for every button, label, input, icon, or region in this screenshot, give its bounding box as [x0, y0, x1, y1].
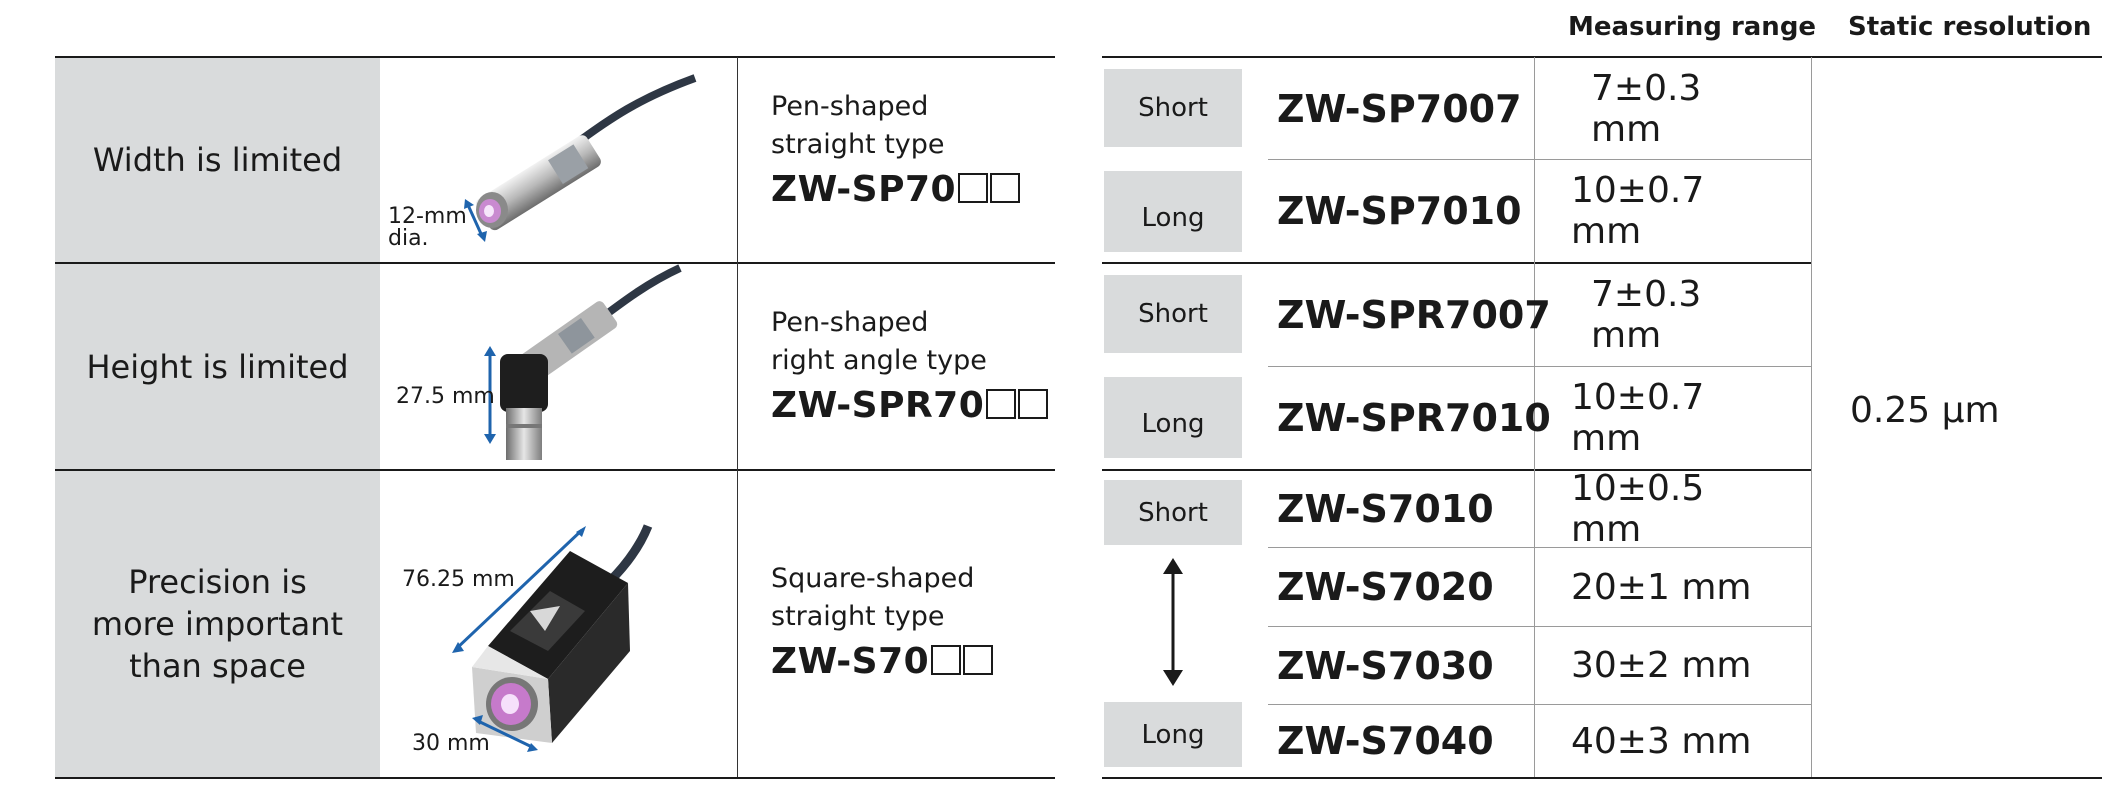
condition-text: Width is limited	[92, 141, 343, 179]
length-label: 76.25 mm	[402, 567, 515, 592]
right-table-bottom-rule	[1102, 777, 2102, 779]
short-tag: Short	[1104, 480, 1242, 545]
square-sensor-illustration	[452, 524, 653, 752]
width-label: 30 mm	[412, 731, 490, 756]
placeholder-box-icon	[931, 645, 962, 675]
measuring-range-value: 7±0.3 mm	[1591, 274, 1702, 356]
right-table-group-rule	[1102, 262, 1812, 264]
sensor-type-block: Square-shaped straight type ZW-S70	[771, 560, 994, 688]
measuring-range-value: 10±0.5 mm	[1571, 468, 1705, 550]
measuring-range-value: 10±0.7 mm	[1571, 377, 1705, 459]
short-to-long-arrow-icon	[1163, 558, 1183, 686]
condition-cell: Precision is more important than space	[55, 471, 380, 777]
static-resolution-value: 0.25 μm	[1850, 390, 2000, 431]
pen-straight-sensor-illustration	[464, 74, 697, 242]
placeholder-box-icon	[986, 389, 1017, 419]
model-series-text: ZW-S70	[771, 641, 930, 682]
type-line: right angle type	[771, 345, 987, 376]
type-line: Pen-shaped	[771, 91, 929, 122]
sensor-image-square-straight: 76.25 mm 30 mm	[380, 471, 737, 777]
header-measuring-range: Measuring range	[1568, 12, 1817, 42]
measuring-range-value: 30±2 mm	[1571, 645, 1752, 686]
short-tag: Short	[1104, 275, 1242, 353]
right-table-row-rule	[1268, 626, 1812, 627]
diameter-label: 12-mm dia.	[388, 204, 467, 251]
condition-text: Height is limited	[86, 347, 349, 386]
model-name: ZW-SP7010	[1277, 189, 1522, 233]
header-static-resolution: Static resolution	[1848, 12, 2092, 42]
measuring-range-value: 40±3 mm	[1571, 720, 1752, 762]
placeholder-box-icon	[958, 173, 989, 203]
right-table-group-rule	[1102, 469, 1812, 471]
type-line: straight type	[771, 129, 945, 160]
right-table-col-divider	[1534, 57, 1535, 777]
model-name: ZW-SPR7007	[1277, 293, 1551, 337]
model-name: ZW-S7030	[1277, 643, 1494, 688]
condition-cell: Height is limited	[55, 264, 380, 469]
short-tag: Short	[1104, 69, 1242, 147]
right-table-row-rule	[1268, 159, 1812, 160]
type-line: straight type	[771, 601, 945, 632]
model-series-text: ZW-SPR70	[771, 385, 985, 426]
sensor-image-pen-right-angle: 27.5 mm	[380, 264, 737, 469]
type-line: Square-shaped	[771, 563, 975, 594]
condition-text: Precision is more important than space	[91, 563, 344, 685]
model-series: ZW-SP70	[771, 164, 1021, 216]
sensor-image-pen-straight: 12-mm dia.	[380, 58, 737, 262]
placeholder-box-icon	[963, 645, 994, 675]
right-table-top-rule	[1102, 56, 2102, 58]
placeholder-box-icon	[990, 173, 1021, 203]
model-name: ZW-SP7007	[1277, 86, 1522, 131]
sensor-type-block: Pen-shaped straight type ZW-SP70	[771, 88, 1021, 216]
left-table-row-rule	[55, 262, 1055, 264]
long-tag: Long	[1104, 171, 1242, 252]
model-name: ZW-S7010	[1277, 487, 1494, 531]
model-name: ZW-S7020	[1277, 565, 1494, 609]
right-table-row-rule	[1268, 366, 1812, 367]
condition-cell: Width is limited	[55, 58, 380, 262]
right-table-row-rule	[1268, 547, 1812, 548]
sensor-type-block: Pen-shaped right angle type ZW-SPR70	[771, 304, 1049, 432]
measuring-range-value: 20±1 mm	[1571, 566, 1752, 608]
left-table-row-rule	[55, 469, 1055, 471]
pen-right-angle-sensor-illustration	[484, 264, 682, 460]
measuring-range-value: 7±0.3 mm	[1591, 67, 1702, 150]
model-series: ZW-S70	[771, 636, 994, 688]
height-label: 27.5 mm	[396, 384, 495, 409]
placeholder-box-icon	[1018, 389, 1049, 419]
left-table-top-rule	[55, 56, 1055, 58]
right-table-row-rule	[1268, 704, 1812, 705]
model-series-text: ZW-SP70	[771, 169, 957, 210]
long-tag: Long	[1104, 702, 1242, 767]
model-name: ZW-SPR7010	[1277, 396, 1551, 440]
long-tag: Long	[1104, 377, 1242, 458]
model-series: ZW-SPR70	[771, 380, 1049, 432]
left-table-col-divider	[737, 57, 738, 777]
left-table-bottom-rule	[55, 777, 1055, 779]
type-line: Pen-shaped	[771, 307, 929, 338]
model-name: ZW-S7040	[1277, 719, 1494, 763]
measuring-range-value: 10±0.7 mm	[1571, 170, 1705, 252]
right-table-col-divider	[1811, 57, 1812, 777]
